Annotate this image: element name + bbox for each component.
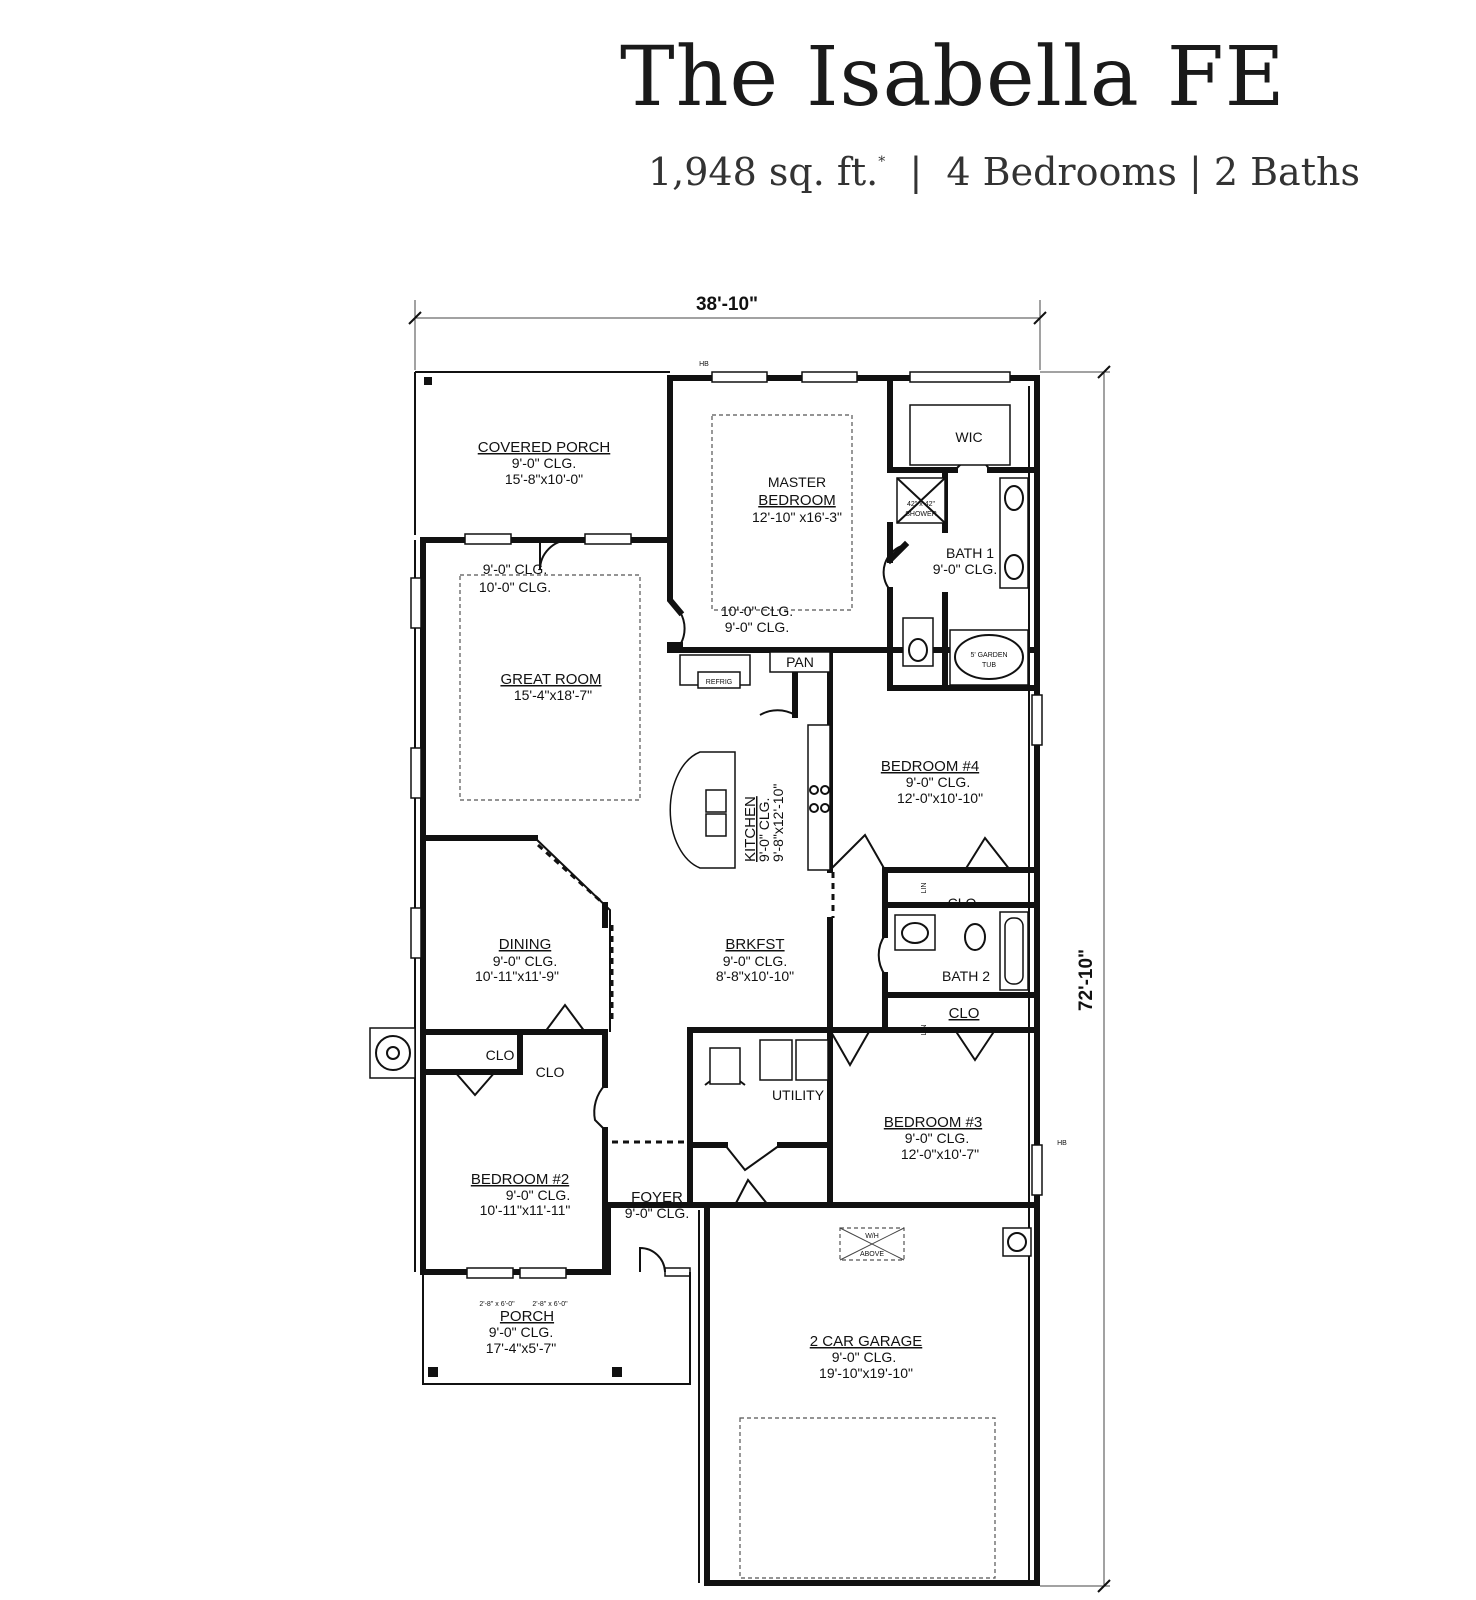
- utility-name: UTILITY: [772, 1087, 825, 1103]
- bath2-name: BATH 2: [942, 968, 990, 984]
- covered-porch-name: COVERED PORCH: [478, 439, 611, 456]
- linen-closet-b: LIN: [921, 1025, 928, 1036]
- bedroom2-name: BEDROOM #2: [471, 1171, 569, 1188]
- dining-name: DINING: [499, 936, 552, 953]
- depth-dimension: 72'-10": [1040, 365, 1111, 1593]
- foyer-clg: 9'-0" CLG.: [625, 1205, 689, 1221]
- shower-stall: 42" x 42" SHOWER: [896, 477, 946, 524]
- depth-dimension-label: 72'-10": [1076, 949, 1097, 1011]
- master-clg-a: 10'-0" CLG.: [721, 603, 793, 619]
- garage-clg: 9'-0" CLG.: [832, 1349, 896, 1365]
- covered-porch-clg: 9'-0" CLG.: [512, 455, 576, 471]
- porch-window-b: 2'-8" x 6'-0": [532, 1301, 568, 1308]
- kitchen-name: KITCHEN: [742, 796, 759, 862]
- width-dimension: 38'-10": [408, 294, 1047, 370]
- porch-name: PORCH: [500, 1308, 554, 1325]
- breakfast-name: BRKFST: [725, 936, 784, 953]
- refrigerator-label: REFRIG: [706, 679, 732, 686]
- closet-c: CLO: [486, 1047, 515, 1063]
- great-room-clg-b: 10'-0" CLG.: [479, 579, 551, 595]
- separator: |: [1188, 150, 1202, 194]
- water-heater-label: W/H: [865, 1233, 879, 1240]
- shower-size: 42" x 42": [907, 501, 935, 508]
- garage-name: 2 CAR GARAGE: [810, 1333, 923, 1350]
- bedroom4-size: 12'-0"x10'-10": [897, 790, 983, 806]
- water-heater-note: ABOVE: [860, 1251, 884, 1258]
- shower-label: SHOWER: [905, 511, 937, 518]
- great-room-name: GREAT ROOM: [500, 671, 601, 688]
- closet-d: CLO: [536, 1064, 565, 1080]
- separator: |: [909, 150, 923, 194]
- bath1-name: BATH 1: [946, 545, 994, 561]
- bedroom2-size: 10'-11"x11'-11": [480, 1202, 571, 1218]
- bedrooms-text: 4 Bedrooms: [946, 150, 1177, 194]
- width-dimension-label: 38'-10": [696, 294, 758, 315]
- porch-size: 17'-4"x5'-7": [486, 1340, 557, 1356]
- sqft-footnote-mark: *: [878, 154, 886, 170]
- linen-closet-a: LIN: [921, 883, 928, 894]
- breakfast-size: 8'-8"x10'-10": [716, 968, 794, 984]
- fixtures: 42" x 42" SHOWER 5' GARDEN TUB REFRIG PA…: [369, 404, 1032, 1385]
- porch-window-a: 2'-8" x 6'-0": [479, 1301, 515, 1308]
- bedroom4-name: BEDROOM #4: [881, 758, 979, 775]
- master-bedroom-size: 12'-10" x16'-3": [752, 509, 842, 525]
- baths-text: 2 Baths: [1213, 150, 1360, 194]
- garage-size: 19'-10"x19'-10": [819, 1365, 913, 1381]
- bedroom4-clg: 9'-0" CLG.: [906, 774, 970, 790]
- hose-bib-b: HB: [1057, 1140, 1067, 1147]
- great-room-size: 15'-4"x18'-7": [514, 687, 592, 703]
- plan-title: The Isabella FE: [620, 30, 1286, 125]
- master-clg-b: 9'-0" CLG.: [725, 619, 789, 635]
- sqft-text: 1,948 sq. ft.: [648, 150, 879, 194]
- hose-bib-a: HB: [699, 361, 709, 368]
- water-heater-box: W/H ABOVE: [839, 1227, 905, 1261]
- wic-label: WIC: [955, 429, 982, 445]
- bedroom3-size: 12'-0"x10'-7": [901, 1146, 979, 1162]
- windows: [410, 371, 1043, 1279]
- garden-tub-label-2: TUB: [982, 662, 996, 669]
- dining-clg: 9'-0" CLG.: [493, 953, 557, 969]
- kitchen-clg: 9'-0" CLG.: [756, 798, 772, 862]
- room-labels: COVERED PORCH 9'-0" CLG. 15'-8"x10'-0" M…: [471, 361, 1067, 1381]
- porch-clg: 9'-0" CLG.: [489, 1324, 553, 1340]
- bedroom3-name: BEDROOM #3: [884, 1114, 982, 1131]
- breakfast-clg: 9'-0" CLG.: [723, 953, 787, 969]
- dining-size: 10'-11"x11'-9": [475, 968, 559, 984]
- covered-porch-outline: [414, 371, 670, 535]
- closet-b: CLO: [949, 1005, 980, 1022]
- great-room-clg-a: 9'-0" CLG.: [483, 561, 547, 577]
- closet-a: CLO: [948, 895, 977, 911]
- bath1-clg: 9'-0" CLG.: [933, 561, 997, 577]
- garden-tub-label: 5' GARDEN: [970, 652, 1007, 659]
- plan-subtitle: 1,948 sq. ft.* | 4 Bedrooms | 2 Baths: [648, 150, 1408, 194]
- kitchen-size: 9'-8"x12'-10": [770, 784, 786, 862]
- pantry-label: PAN: [786, 654, 814, 670]
- bedroom2-clg: 9'-0" CLG.: [506, 1187, 570, 1203]
- covered-porch-size: 15'-8"x10'-0": [505, 471, 583, 487]
- bedroom3-clg: 9'-0" CLG.: [905, 1130, 969, 1146]
- ceiling-outlines: [459, 414, 996, 1579]
- master-bedroom-name-1: MASTER: [768, 474, 826, 490]
- master-bedroom-name-2: BEDROOM: [758, 492, 836, 509]
- foyer-name: FOYER: [631, 1189, 683, 1206]
